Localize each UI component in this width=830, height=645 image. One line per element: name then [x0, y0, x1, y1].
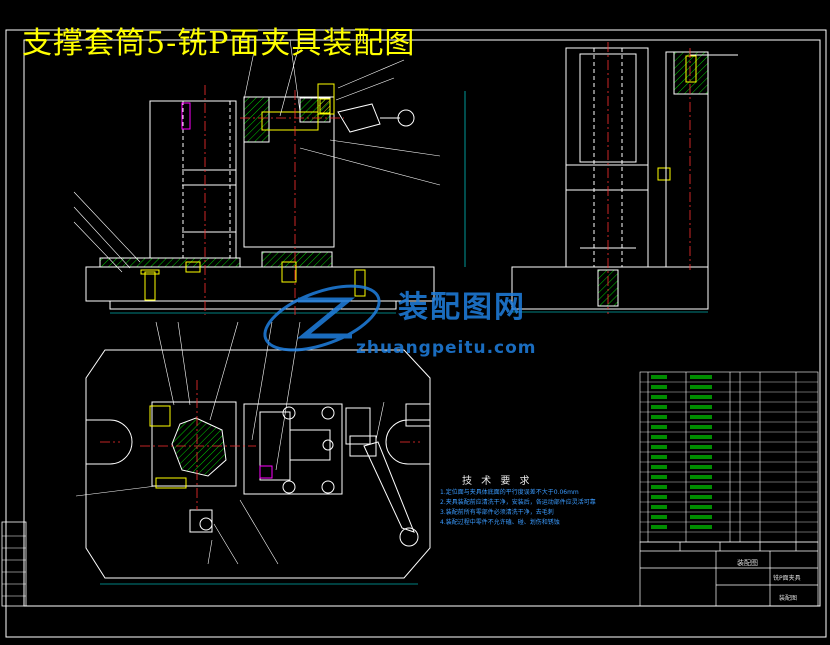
drawing-title: 支撑套筒5-铣P面夹具装配图	[22, 26, 416, 61]
parts-cell-mark	[690, 375, 712, 379]
parts-cell-mark	[651, 395, 667, 399]
inner-frame	[23, 39, 821, 607]
parts-cell-mark	[690, 525, 712, 529]
drawing-border	[5, 29, 827, 638]
parts-cell-mark	[690, 475, 712, 479]
technical-requirement-item: 2.夹具装配前应清洗干净，安装后，各运动部件应灵活可靠	[440, 499, 596, 506]
parts-cell-mark	[651, 405, 667, 409]
parts-cell-mark	[651, 475, 667, 479]
parts-cell-mark	[690, 515, 712, 519]
side-view	[511, 47, 738, 313]
parts-cell-mark	[651, 425, 667, 429]
parts-cell-mark	[651, 455, 667, 459]
title-block-part-name: 铣P面夹具	[773, 575, 801, 582]
parts-list-cells	[651, 375, 712, 529]
parts-cell-mark	[651, 505, 667, 509]
technical-requirement-item: 4.装配过程中零件不允许磕、碰、划伤和锈蚀	[440, 519, 560, 526]
watermark-url: zhuangpeitu.com	[356, 338, 537, 358]
parts-cell-mark	[690, 435, 712, 439]
front-view	[73, 39, 466, 314]
parts-cell-mark	[690, 395, 712, 399]
parts-cell-mark	[651, 415, 667, 419]
parts-cell-mark	[651, 435, 667, 439]
parts-list-rows	[640, 381, 818, 533]
parts-cell-mark	[690, 445, 712, 449]
technical-requirement-item: 1.定位面与夹具体底面的平行度误差不大于0.06mm	[440, 489, 579, 496]
technical-requirement-item: 3.装配前所有零部件必须清洗干净，去毛刺	[440, 509, 554, 516]
parts-cell-mark	[651, 465, 667, 469]
left-margin-block	[1, 521, 27, 607]
parts-cell-mark	[690, 455, 712, 459]
parts-cell-mark	[690, 425, 712, 429]
watermark-text: 装配图网	[398, 290, 526, 325]
title-block-drawing-type: 装配图	[737, 559, 758, 567]
parts-cell-mark	[651, 445, 667, 449]
parts-cell-mark	[690, 495, 712, 499]
parts-cell-mark	[651, 385, 667, 389]
parts-cell-mark	[651, 495, 667, 499]
watermark-logo	[263, 284, 381, 352]
parts-cell-mark	[690, 385, 712, 389]
parts-cell-mark	[690, 485, 712, 489]
parts-cell-mark	[651, 515, 667, 519]
parts-cell-mark	[690, 405, 712, 409]
parts-cell-mark	[690, 415, 712, 419]
top-view	[75, 321, 431, 585]
parts-cell-mark	[651, 525, 667, 529]
title-block-drawing-label: 装配图	[779, 595, 798, 602]
parts-cell-mark	[651, 375, 667, 379]
title-block	[639, 541, 819, 607]
parts-cell-mark	[690, 505, 712, 509]
parts-list-table	[639, 371, 819, 543]
parts-cell-mark	[651, 485, 667, 489]
technical-requirements-heading: 技 术 要 求	[462, 476, 533, 487]
technical-requirements-list: 1.定位面与夹具体底面的平行度误差不大于0.06mm 2.夹具装配前应清洗干净，…	[440, 488, 596, 528]
parts-cell-mark	[690, 465, 712, 469]
